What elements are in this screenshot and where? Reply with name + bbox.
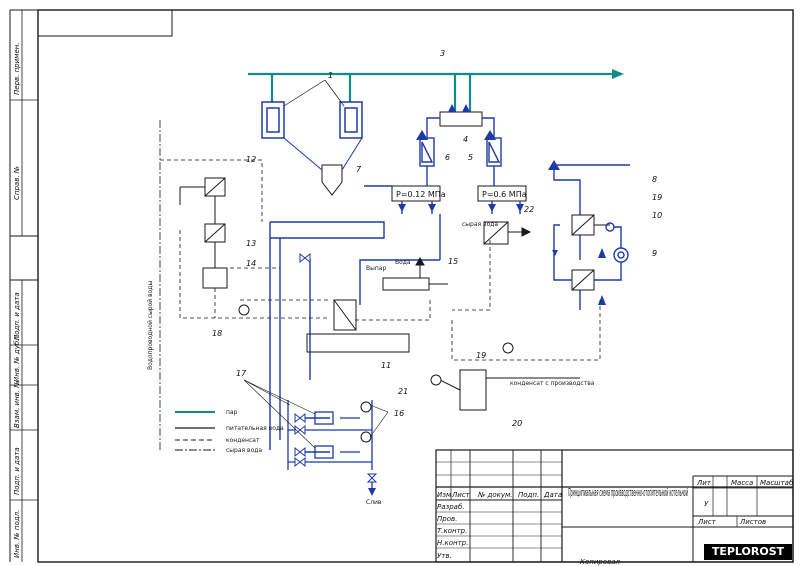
- callout-15: 15: [448, 257, 458, 266]
- deaerator-11: [306, 299, 410, 353]
- tank-15: [382, 256, 448, 291]
- callout-22: 22: [524, 205, 534, 214]
- legend-feedwater: питательная вода: [226, 425, 284, 432]
- side-label: Инв. № подл.: [13, 510, 21, 558]
- stamp-role-ncontrol: Н.контр.: [437, 539, 468, 547]
- callouts: 1 3 4 5 6 7 8 9 10 11 12 13 14 15 16 17 …: [212, 49, 662, 428]
- exchanger-9: [571, 269, 595, 291]
- exchanger-13: [204, 196, 226, 243]
- device-3: [439, 104, 483, 127]
- drawing-frame: [9, 9, 794, 563]
- watermark: TEPLOROST: [704, 544, 792, 560]
- voda-label: Вода: [395, 259, 411, 266]
- stamp-copied: Копировал: [580, 558, 621, 566]
- raw-water-label: сырая вода: [462, 221, 498, 228]
- callout-1: 1: [328, 71, 333, 80]
- callout-13: 13: [246, 239, 256, 248]
- stamp-lit-label: Лит: [696, 479, 712, 487]
- callout-leaders: [243, 379, 389, 449]
- exchanger-12: [179, 177, 226, 205]
- pressure-label-6: P=0.12 МПа: [396, 190, 446, 199]
- pump-10: [553, 222, 629, 281]
- stamp-header-izm: Изм: [437, 491, 452, 499]
- stamp-header-date: Дата: [543, 491, 562, 499]
- callout-11: 11: [381, 361, 391, 370]
- exchanger-8: [571, 214, 610, 236]
- callout-12: 12: [246, 155, 256, 164]
- stamp-sheet-label: Лист: [697, 518, 717, 526]
- callout-20: 20: [512, 419, 522, 428]
- callout-9: 9: [652, 249, 657, 258]
- boiler-1b: [339, 101, 363, 139]
- callout-10: 10: [652, 211, 662, 220]
- stamp-sheets-label: Листов: [739, 518, 766, 526]
- pumps: [238, 304, 514, 443]
- vypar-label: Выпар: [366, 265, 386, 272]
- separator-7: [283, 137, 363, 196]
- side-label: Справ. №: [13, 166, 21, 200]
- drain: [368, 482, 376, 496]
- callout-21: 21: [398, 387, 408, 396]
- side-label: Подп. и дата: [13, 292, 21, 340]
- raw-water-dashed: [160, 159, 601, 361]
- stamp-role-developer: Разраб.: [437, 503, 465, 511]
- callout-8: 8: [652, 175, 657, 184]
- valves: [294, 252, 378, 483]
- callout-3: 3: [440, 49, 445, 58]
- side-label: Перв. примен.: [13, 42, 21, 95]
- deaerator-6: P=0.12 МПа: [391, 185, 446, 202]
- process-condensate-label: конденсат с производства: [510, 380, 595, 387]
- stamp-role-checker: Пров.: [437, 515, 457, 523]
- side-label: Инв. № дубл.: [13, 334, 21, 382]
- small-labels: Выпар Вода сырая вода конденсат с произв…: [366, 221, 595, 506]
- callout-5: 5: [468, 153, 473, 162]
- stamp-lit-value: У: [704, 500, 709, 508]
- feed-pumps-17: [287, 400, 373, 470]
- callout-18: 18: [212, 329, 222, 338]
- callout-6: 6: [445, 153, 450, 162]
- raw-water-source-label: Водопроводной сырой воды: [147, 281, 154, 370]
- callout-7: 7: [356, 165, 362, 174]
- callout-19a: 19: [476, 351, 486, 360]
- side-labels: Перв. примен. Справ. № Подп. и дата Инв.…: [13, 42, 21, 558]
- tank-14: [202, 242, 228, 289]
- title-block: [435, 449, 794, 563]
- side-label: Подп. и дата: [13, 447, 21, 495]
- stamp-scale-label: Масштаб: [760, 479, 794, 487]
- stamp-header-sign: Подп.: [518, 491, 539, 499]
- legend-steam: пар: [226, 409, 238, 416]
- stamp-role-tcontrol: Т.контр.: [437, 527, 467, 535]
- steam-lines: [248, 69, 624, 112]
- exchangers-4: [419, 117, 502, 167]
- stamp-role-approve: Утв.: [437, 552, 452, 560]
- stamp-mass-label: Масса: [731, 479, 753, 487]
- stamp-header-list: Лист: [451, 491, 471, 499]
- boiler-1a: [261, 101, 285, 139]
- pressure-label-5: P=0.6 МПа: [482, 190, 527, 199]
- stamp-header-doc: № докум.: [477, 491, 513, 499]
- title-block-text: Изм Лист № докум. Подп. Дата Разраб. Про…: [437, 479, 794, 566]
- callout-19b: 19: [652, 193, 662, 202]
- flow-arrows: [398, 130, 606, 305]
- legend: пар питательная вода конденсат сырая вод…: [175, 409, 284, 454]
- callout-4: 4: [463, 135, 468, 144]
- legend-condensate: конденсат: [226, 437, 260, 444]
- exchanger-22: [483, 221, 532, 245]
- callout-16: 16: [394, 409, 404, 418]
- deaerator-5: P=0.6 МПа: [477, 185, 527, 202]
- tank-20: [439, 369, 580, 411]
- drain-label: Слив: [366, 499, 382, 506]
- callout-14: 14: [246, 259, 256, 268]
- callout-17: 17: [236, 369, 247, 378]
- legend-raw-water: сырая вода: [226, 447, 262, 454]
- side-label: Взам. инв. №: [13, 380, 21, 428]
- vertical-label-group: Водопроводной сырой воды: [147, 120, 161, 450]
- feedwater-lines: [269, 164, 630, 453]
- leader-lines: [283, 79, 345, 107]
- stamp-title: Принципиальная схема производственно-ото…: [568, 486, 688, 499]
